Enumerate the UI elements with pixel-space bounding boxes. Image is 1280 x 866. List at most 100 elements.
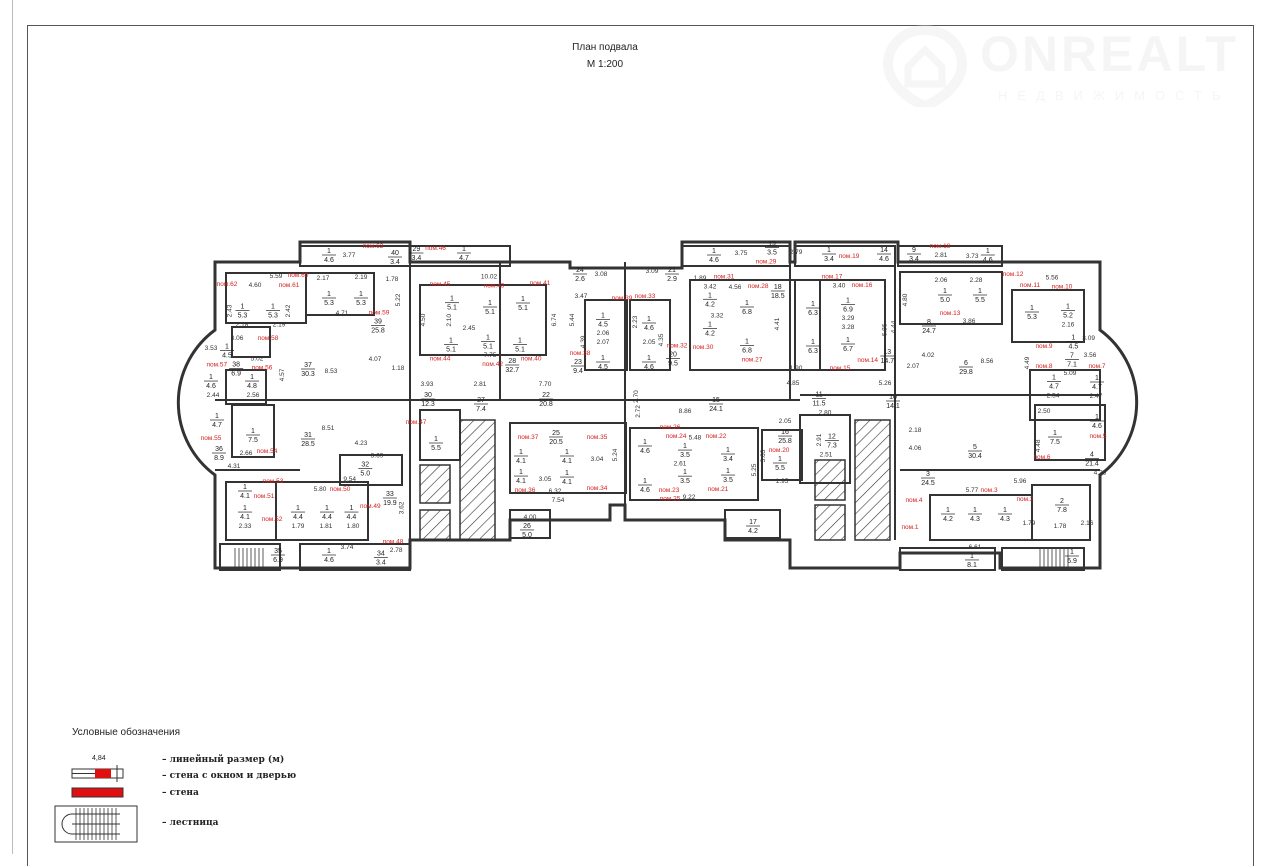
premise-label: пом.32 [667, 343, 688, 350]
premise-label-group: пом.5 [1089, 433, 1106, 440]
room-number: 1 [643, 478, 647, 485]
room-label: 16.7 [841, 337, 855, 353]
dimension-label: 1.78 [1054, 523, 1067, 530]
dimension-label: 2.50 [1038, 408, 1051, 415]
room-number: 1 [601, 312, 605, 319]
dimension-label: 4.80 [902, 293, 909, 306]
room-label: 14.6 [980, 248, 995, 264]
room-number: 1 [327, 291, 331, 298]
room-number: 6 [964, 360, 968, 367]
room-number: 1 [643, 439, 647, 446]
dimension-label: 5.24 [612, 448, 619, 461]
room-area: 6.3 [808, 348, 818, 355]
room-area: 5.1 [518, 305, 528, 312]
dimension-label: 7.75 [484, 352, 497, 359]
room-area: 4.8 [247, 383, 257, 390]
dimension-label-group: 4.80 [902, 293, 909, 306]
room-area: 28.5 [301, 441, 315, 448]
dimension-label: 4.56 [729, 284, 742, 291]
room-area: 30.3 [301, 371, 315, 378]
premise-label: пом.38 [570, 350, 591, 357]
dimension-label-group: 5.24 [612, 448, 619, 461]
room-number: 5 [973, 444, 977, 451]
room-wall [724, 509, 781, 539]
premise-label: пом.27 [742, 356, 763, 363]
room-label: 14.7 [1047, 375, 1061, 391]
premise-label-group: пом.45 [430, 281, 451, 288]
room-number: 2 [1060, 498, 1064, 505]
dimension-label-group: 4.39 [580, 335, 587, 348]
dimension-label-group: 4.49 [1024, 356, 1031, 369]
room-area: 3.5 [723, 477, 733, 484]
dimension-label-group: 2.16 [1062, 321, 1075, 328]
dimension-label: 3.09 [1082, 335, 1095, 342]
dimension-label: 6.74 [551, 313, 558, 326]
dimension-label-group: 5.09 [1064, 370, 1077, 377]
dimension-label: 4.31 [228, 463, 241, 470]
room-area: 3.4 [909, 256, 919, 263]
room-number: 1 [943, 288, 947, 295]
dimension-label-group: 2.05 [643, 339, 656, 346]
room-label: 14.1 [238, 484, 252, 500]
premise-label: пом.17 [822, 274, 843, 281]
premise-label-group: пом.29 [756, 258, 777, 265]
premise-label: пом.6 [1033, 454, 1050, 461]
premise-label: пом.26 [660, 424, 681, 431]
room-area: 4.6 [640, 448, 650, 455]
walls [176, 240, 1139, 571]
dimension-label-group: 1.78 [1054, 523, 1067, 530]
premise-label: пом.22 [706, 433, 727, 440]
room-label: 13.5 [721, 468, 735, 484]
room-area: 20.8 [539, 401, 553, 408]
room-label: 16.8 [740, 300, 754, 316]
dimension-label-group: 3.32 [711, 313, 724, 320]
premise-label: пом.33 [635, 293, 656, 300]
room-label: 212.9 [665, 267, 679, 283]
room-label: 15.3 [1025, 305, 1039, 321]
room-label: 14.6 [204, 374, 218, 390]
room-number: 1 [647, 355, 651, 362]
house-pin-icon [882, 24, 968, 107]
room-area: 4.3 [970, 516, 980, 523]
dimension-label-group: 3.05 [539, 476, 552, 483]
room-label: 629.8 [959, 360, 973, 376]
premise-label: пом.13 [940, 310, 961, 317]
dimension-label: 1.89 [694, 275, 707, 282]
premise-label: пом.5 [1089, 433, 1106, 440]
room-wall [409, 245, 511, 267]
room-number: 8 [927, 319, 931, 326]
dimension-label-group: 2.80 [819, 409, 832, 416]
room-label: 13.5 [678, 469, 692, 485]
room-number: 1 [327, 548, 331, 555]
room-wall [305, 272, 375, 316]
dimension-label-group: 2.18 [909, 427, 922, 434]
premise-label-group: пом.60 [288, 272, 309, 279]
dimension-label-group: 3.73 [966, 253, 979, 260]
room-label: 16.3 [806, 301, 820, 317]
room-number: 31 [304, 432, 312, 439]
room-number: 25 [552, 430, 560, 437]
room-area: 7.1 [1067, 361, 1077, 368]
dimension-label: 2.43 [227, 304, 234, 317]
room-area: 5.1 [446, 347, 456, 354]
premise-label-group: пом.27 [742, 356, 763, 363]
premise-label-group: пом.57 [206, 361, 227, 368]
room-wall [689, 279, 821, 371]
dimension-label: 7.54 [552, 497, 565, 504]
premise-label: пом.63 [363, 243, 384, 250]
room-area: 8.1 [967, 562, 977, 569]
room-area: 4.5 [222, 352, 232, 359]
premise-label-group: пом.18 [930, 243, 951, 250]
room-area: 4.4 [347, 514, 357, 521]
premise-label-group: пом.34 [587, 485, 608, 492]
room-area: 25.8 [371, 327, 385, 334]
room-label: 403.4 [388, 250, 402, 266]
dimension-label-group: 4.35 [658, 333, 665, 346]
room-number: 39 [374, 318, 382, 325]
room-area: 30.4 [968, 453, 982, 460]
room-number: 1 [726, 447, 730, 454]
dimension-label: 2.78 [390, 547, 403, 554]
